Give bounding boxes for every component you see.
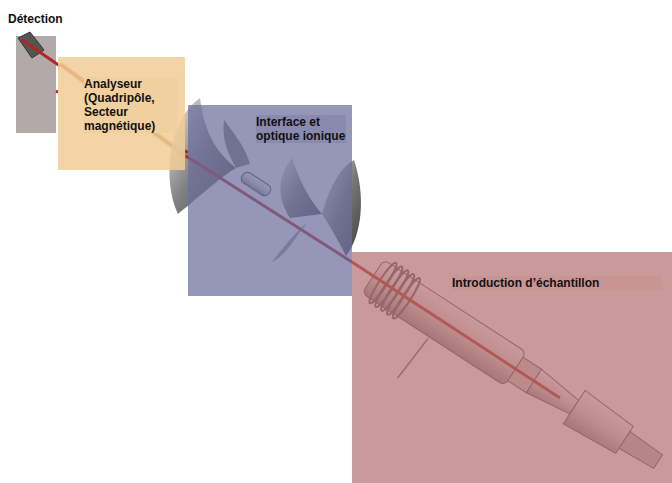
detection-box: Détection — [16, 36, 56, 133]
region-label: Analyseur (Quadripôle, Secteur magnétiqu… — [84, 77, 177, 133]
sample-introduction-region: Introduction d’échantillon — [352, 252, 672, 483]
analyser-region: Analyseur (Quadripôle, Secteur magnétiqu… — [58, 57, 185, 170]
region-label: Interface et optique ionique — [256, 115, 346, 143]
region-label: Détection — [8, 12, 63, 26]
interface-region: Interface et optique ionique — [188, 105, 352, 296]
detector — [16, 32, 60, 133]
region-label: Introduction d’échantillon — [452, 276, 662, 290]
